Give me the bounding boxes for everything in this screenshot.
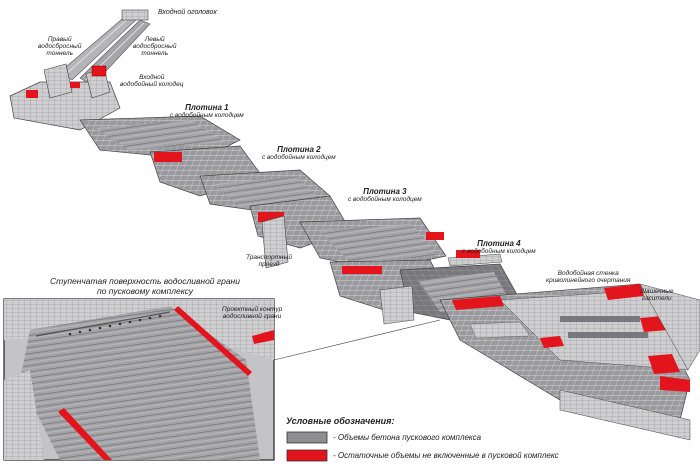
- inlet-head-block: [121, 9, 149, 21]
- chute-body: [79, 115, 700, 441]
- label-dam-2: Плотина 2 с водобойным колодцем: [262, 145, 336, 162]
- label-inlet-head: Входной оголовок: [158, 9, 217, 16]
- inlet-well: [9, 63, 121, 131]
- label-dam-3: Плотина 3 с водобойным колодцем: [348, 187, 422, 204]
- label-dam-1: Плотина 1 с водобойным колодцем: [170, 103, 244, 120]
- label-dam-4: Плотина 4 с водобойным колодцем: [462, 239, 536, 256]
- inset-box: [3, 298, 275, 461]
- tunnels: [59, 9, 151, 87]
- inset-title: Ступенчатая поверхность водосливной гран…: [50, 276, 240, 296]
- legend-title: Условные обозначения:: [286, 416, 395, 426]
- inset-vent-holes: [68, 314, 162, 336]
- legend-swatch-concrete: [286, 431, 328, 444]
- legend-label-residual: - Остаточные объемы не включенные в пуск…: [333, 451, 559, 460]
- inset-connector: [273, 319, 441, 361]
- legend-swatch-residual: [286, 449, 328, 462]
- legend-label-concrete: - Объемы бетона пускового комплекса: [333, 433, 482, 442]
